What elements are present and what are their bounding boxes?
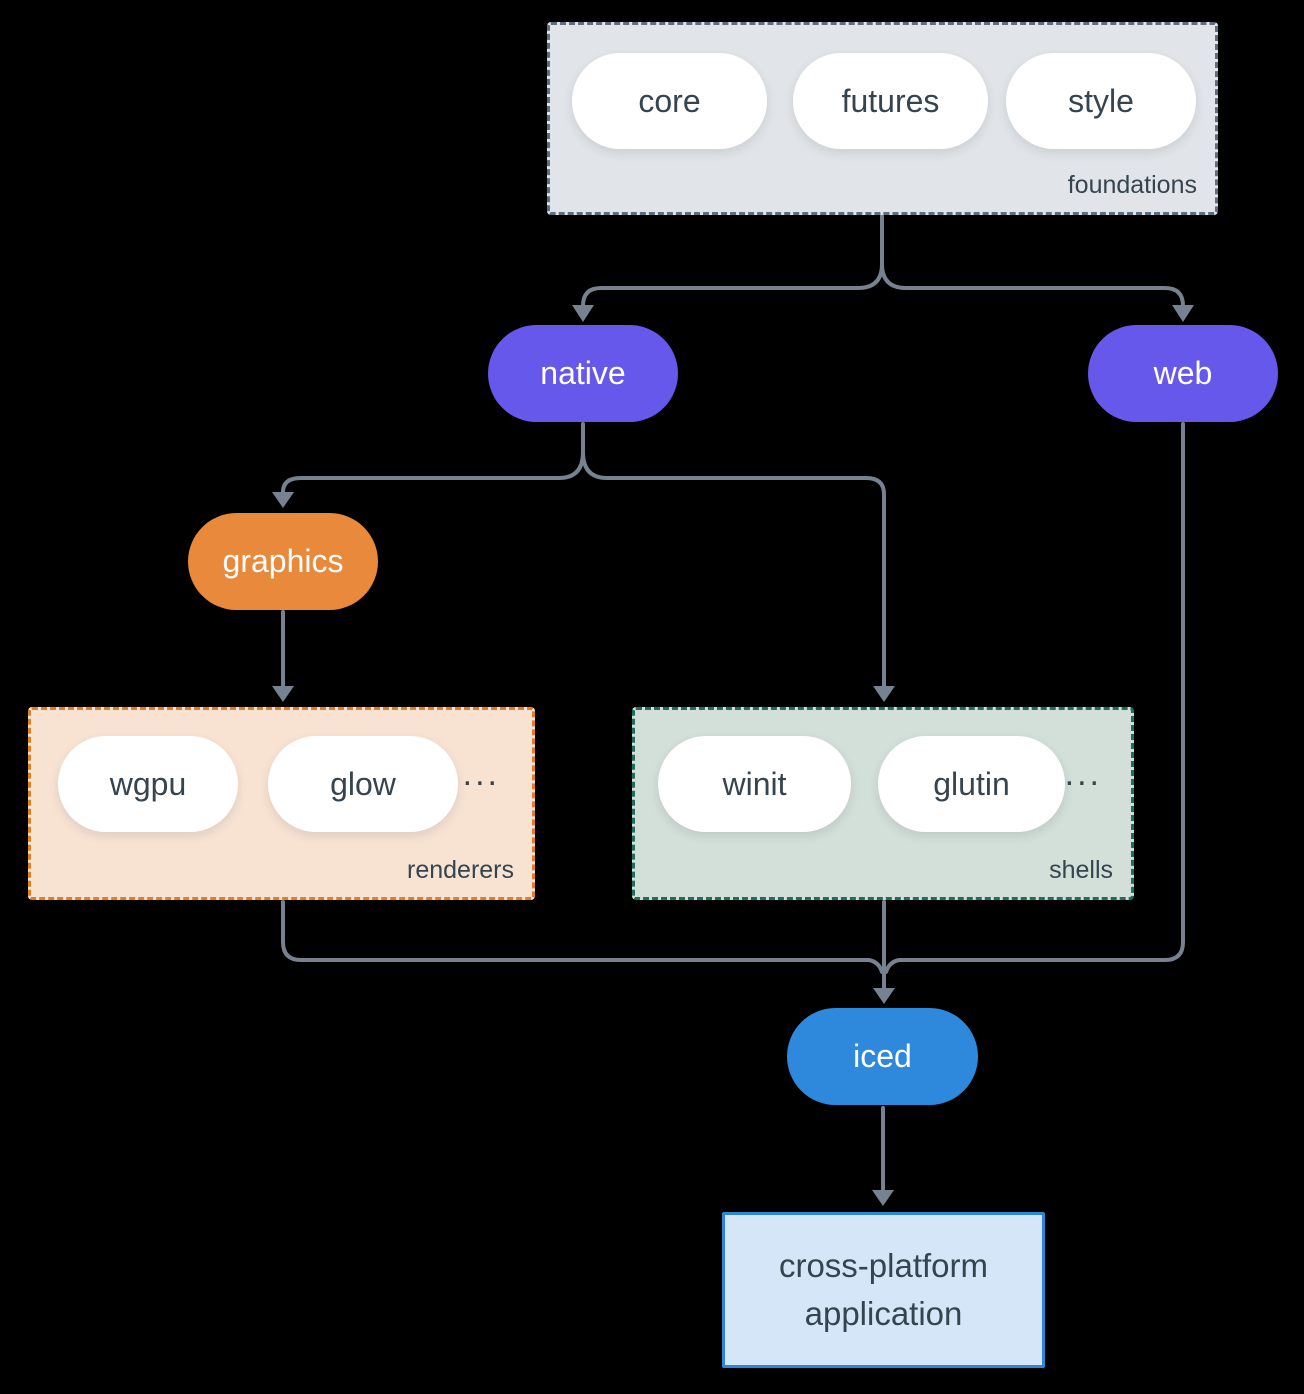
pill-glutin-label: glutin [933,765,1010,802]
connector-renderers-merge [281,900,884,974]
node-native-label: native [540,355,626,391]
node-native: native [488,325,678,422]
connector-foundations-native [581,262,884,308]
pill-winit-label: winit [722,765,787,802]
node-iced: iced [787,1008,978,1105]
pill-winit: winit [658,736,851,832]
renderers-label: renderers [407,856,514,884]
pill-style-label: style [1068,82,1134,119]
foundations-label: foundations [1067,171,1197,199]
application-label: cross-platform application [778,1247,989,1332]
node-graphics: graphics [188,513,378,610]
connector-web-merge [884,422,1185,974]
pill-wgpu-label: wgpu [109,765,187,802]
connector-native-shells [581,450,886,688]
pill-style: style [1006,53,1196,149]
pill-glow: glow [268,736,458,832]
arrowhead-application [872,1190,894,1206]
renderers-group: wgpu glow ... renderers [28,707,535,900]
pill-wgpu: wgpu [58,736,238,832]
node-iced-label: iced [853,1038,912,1074]
node-web: web [1088,325,1278,422]
renderers-ellipsis: ... [462,755,500,793]
connector-foundations-web [880,262,1185,308]
connector-native-graphics [281,450,585,494]
pill-futures: futures [793,53,988,149]
pill-glow-label: glow [330,765,396,802]
arrowhead-native [572,305,594,322]
arrowhead-graphics [272,492,294,508]
arrowhead-shells [873,686,895,702]
shells-group: winit glutin ... shells [632,707,1134,900]
pill-core-label: core [638,82,701,119]
application-box: cross-platform application [722,1212,1045,1368]
node-graphics-label: graphics [222,543,344,579]
arrowhead-iced [873,988,895,1004]
pill-glutin: glutin [878,736,1065,832]
pill-futures-label: futures [841,82,940,119]
foundations-group: core futures style foundations [547,22,1218,215]
shells-label: shells [1049,856,1113,884]
shells-ellipsis: ... [1064,755,1102,793]
arrowhead-web [1172,305,1194,322]
node-web-label: web [1153,355,1213,391]
pill-core: core [572,53,767,149]
arrowhead-renderers [272,686,294,702]
